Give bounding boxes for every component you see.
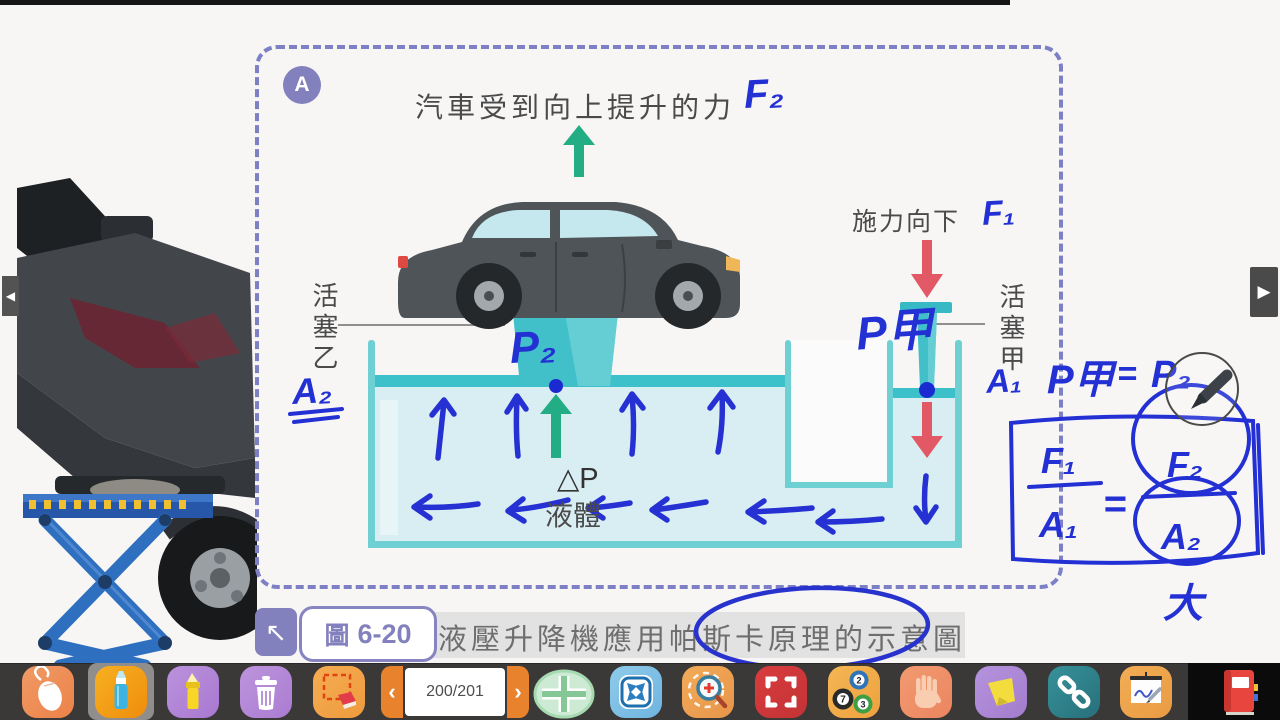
fullscreen-button[interactable] bbox=[755, 666, 807, 718]
pen-icon bbox=[114, 671, 128, 709]
svg-text:7: 7 bbox=[840, 695, 846, 706]
annotation-pjia: P甲 bbox=[854, 302, 939, 360]
fullscreen-icon bbox=[765, 676, 797, 708]
caption-circle-annotation bbox=[688, 582, 940, 675]
zoom-tool-button[interactable] bbox=[682, 666, 734, 718]
book-icon bbox=[1224, 670, 1258, 715]
diagram-badge: A bbox=[283, 66, 321, 104]
pen-cursor-icon bbox=[1165, 352, 1239, 426]
mouse-tool-button[interactable] bbox=[22, 666, 74, 718]
annotation-a2-underline bbox=[286, 406, 348, 431]
formula-a2: A₂ bbox=[1160, 516, 1201, 557]
link-icon bbox=[1057, 675, 1091, 709]
piston-left-label: 活塞乙 bbox=[309, 282, 339, 375]
liquid-label: 液體 bbox=[545, 500, 601, 531]
whiteboard-icon bbox=[1130, 672, 1162, 703]
figure-number: 6-20 bbox=[357, 618, 412, 649]
pen-tool-button[interactable] bbox=[95, 666, 147, 718]
label-line-left bbox=[338, 324, 505, 326]
car-photo bbox=[15, 138, 282, 673]
hand-icon bbox=[915, 675, 942, 708]
mouse-icon bbox=[33, 666, 62, 711]
number-balls-button[interactable]: 2 7 3 bbox=[828, 666, 880, 718]
plus-tool-button[interactable] bbox=[533, 669, 595, 719]
svg-text:3: 3 bbox=[860, 700, 865, 710]
formula-eq2: = bbox=[1103, 482, 1126, 526]
annotation-p2: P₂ bbox=[509, 322, 558, 373]
whiteboard-tool-button[interactable] bbox=[1120, 666, 1172, 718]
hydraulic-scene: P₂ P甲 △P 液體 bbox=[360, 190, 980, 560]
number-balls-icon: 2 7 3 bbox=[832, 670, 873, 714]
trash-tool-button[interactable] bbox=[240, 666, 292, 718]
fit-screen-icon bbox=[619, 675, 653, 709]
up-arrow-icon bbox=[562, 125, 596, 182]
svg-text:2: 2 bbox=[856, 676, 861, 686]
delta-p-label: △P bbox=[557, 463, 599, 495]
formula-eq1: = bbox=[1117, 355, 1137, 393]
piston-right-label: 活塞甲 bbox=[996, 283, 1026, 376]
label-line-right bbox=[930, 323, 985, 325]
page-indicator[interactable]: 200/201 bbox=[405, 668, 505, 716]
handwritten-formula: P甲 = P₂ F₁ A₁ = F₂ A₂ 大 bbox=[995, 335, 1280, 630]
ebook-menu-button[interactable] bbox=[1222, 668, 1258, 716]
erase-selection-button[interactable] bbox=[313, 666, 365, 718]
annotation-f1: F₁ bbox=[981, 193, 1016, 233]
highlighter-tool-button[interactable] bbox=[167, 666, 219, 718]
diagram-frame bbox=[255, 45, 1063, 589]
page-navigation: ‹ 200/201 › bbox=[381, 666, 529, 718]
caption-strip bbox=[391, 612, 965, 658]
link-tool-button[interactable] bbox=[1048, 666, 1100, 718]
diagram-title: 汽車受到向上提升的力 bbox=[415, 92, 736, 123]
formula-note-big: 大 bbox=[1163, 582, 1208, 626]
sticky-note-icon bbox=[988, 678, 1015, 706]
erase-selection-icon bbox=[322, 673, 356, 709]
prev-page-button[interactable]: ‹ bbox=[381, 666, 403, 718]
figure-badge: 圖 6-20 bbox=[299, 606, 437, 662]
zoom-in-icon bbox=[687, 671, 728, 709]
highlighter-icon bbox=[186, 673, 200, 709]
top-edge-bar bbox=[0, 0, 1010, 5]
fit-screen-button[interactable] bbox=[610, 666, 662, 718]
plus-icon bbox=[533, 669, 595, 719]
trash-icon bbox=[255, 676, 277, 710]
handwritten-flow-arrows bbox=[411, 389, 939, 535]
formula-a1: A₁ bbox=[1038, 504, 1078, 545]
next-slide-arrow[interactable]: ▶ bbox=[1250, 267, 1278, 317]
prev-slide-arrow[interactable]: ◀ bbox=[2, 276, 19, 316]
sticky-note-button[interactable] bbox=[975, 666, 1027, 718]
caption-corner-icon: ↖ bbox=[255, 608, 297, 656]
annotation-f2: F₂ bbox=[742, 70, 785, 118]
next-page-button[interactable]: › bbox=[507, 666, 529, 718]
formula-f1: F₁ bbox=[1041, 440, 1076, 481]
pan-tool-button[interactable] bbox=[900, 666, 952, 718]
apply-force-label: 施力向下 bbox=[852, 208, 961, 236]
figure-label: 圖 bbox=[324, 622, 350, 650]
formula-p-jia: P甲 bbox=[1047, 358, 1118, 402]
